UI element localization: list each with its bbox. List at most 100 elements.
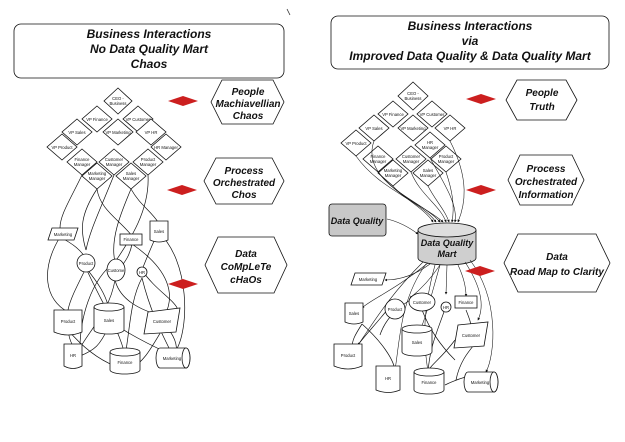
right-node-vp-finance — [377, 100, 409, 128]
right-node-ceo-label-2: Business — [405, 96, 422, 101]
right-data-customer-label: Customer — [462, 333, 481, 338]
right-title-box: Business Interactions via Improved Data … — [330, 15, 610, 70]
right-node-vp-finance-label: VP Finance — [382, 112, 404, 117]
right-data-customer — [453, 321, 489, 349]
right-callout-people: People Truth — [505, 79, 578, 121]
right-node-product-manager-label-1: Product — [439, 154, 454, 159]
left-process-customer-label: Custome — [108, 268, 125, 273]
left-node-sales-manager-label-2: Manager — [123, 176, 140, 181]
right-process-sales — [344, 302, 364, 325]
right-callout-process-line-1: Process — [527, 164, 566, 175]
right-process-product — [384, 298, 406, 320]
left-callout-data-line-2: CoMpLeTe — [221, 262, 272, 273]
right-process-customer — [408, 292, 436, 312]
left-process-customer — [106, 258, 126, 282]
left-process-marketing-label: Marketing — [54, 232, 73, 237]
right-arrow-process — [466, 185, 496, 195]
left-data-product-label: Product — [61, 319, 76, 324]
right-node-ceo — [397, 81, 429, 111]
left-arrow-people — [168, 96, 198, 106]
left-callout-process: Process Orchestrated Chos — [203, 157, 285, 205]
right-data-quality-box: Data Quality — [328, 203, 387, 237]
left-node-ceo — [103, 87, 133, 115]
right-data-marketing-label: Marketing — [471, 380, 490, 385]
right-node-finance-manager-label-1: Finance — [371, 154, 387, 159]
right-data-marketing: Marketing — [463, 371, 499, 393]
right-panel: Business Interactions via Improved Data … — [328, 15, 611, 395]
right-data-product — [333, 343, 363, 370]
left-node-hr-manager-label: HR Manager — [154, 145, 178, 150]
right-process-hr — [440, 301, 452, 313]
right-callout-data-line-1: Data — [546, 252, 568, 263]
right-data-product-label: Product — [341, 353, 356, 358]
left-node-hr-manager — [150, 133, 182, 161]
right-data-sales-label: Sales — [412, 340, 422, 345]
left-process-marketing — [47, 227, 79, 241]
right-process-hr-label: HR — [443, 305, 449, 310]
right-node-hr-manager-label-2: Manager — [422, 145, 439, 150]
left-org-chart: CEO - Business VP Finance VP Customer VP… — [46, 87, 182, 190]
left-node-vp-marketing — [102, 118, 134, 146]
left-node-vp-hr — [135, 118, 167, 146]
right-node-vp-customer — [416, 100, 448, 128]
right-callout-people-line-1: People — [526, 88, 559, 99]
left-data-marketing: Marketing — [155, 347, 191, 369]
right-node-customer-manager-label-2: Manager — [403, 159, 420, 164]
left-process-finance-label: Finance — [124, 237, 140, 242]
right-data-quality-label: Data Quality — [331, 216, 385, 226]
right-node-vp-customer-label: VP Customer — [420, 112, 445, 117]
right-process-finance — [454, 295, 478, 309]
right-node-ceo-label-1: CEO - — [407, 91, 419, 96]
left-callout-process-line-1: Process — [225, 166, 264, 177]
left-node-product-manager-label-2: Manager — [140, 162, 157, 167]
right-node-product-manager-label-2: Manager — [438, 159, 455, 164]
left-node-vp-product — [46, 133, 78, 161]
right-title-line-3: Improved Data Quality & Data Quality Mar… — [349, 49, 591, 63]
left-data-product — [53, 309, 83, 336]
left-callout-people-line-2: Machiavellian — [215, 99, 280, 110]
left-node-vp-marketing-label: VP Marketing — [105, 130, 131, 135]
right-callout-process-line-2: Orchestrated — [515, 177, 578, 188]
left-title-line-3: Chaos — [131, 57, 168, 71]
right-process-finance-label: Finance — [459, 300, 475, 305]
left-node-vp-finance — [81, 105, 113, 133]
left-node-customer-manager-label-2: Manager — [106, 162, 123, 167]
right-process-sales-label: Sales — [349, 311, 359, 316]
right-node-marketing-manager-label-1: Marketing — [384, 168, 403, 173]
right-process-customer-label: Customer — [413, 300, 432, 305]
stray-mark — [286, 8, 291, 16]
right-callout-people-line-2: Truth — [529, 102, 554, 113]
left-callout-people-line-1: People — [232, 87, 265, 98]
right-callout-data: Data Road Map to Clarity — [503, 233, 611, 293]
right-node-vp-marketing-label: VP Marketing — [400, 126, 426, 131]
right-data-finance: Finance — [413, 367, 445, 395]
left-callout-process-line-3: Chos — [232, 190, 257, 201]
left-node-finance-manager-label-2: Manager — [74, 162, 91, 167]
left-node-finance-manager-label-1: Finance — [75, 157, 91, 162]
right-node-sales-manager-label-2: Manager — [420, 173, 437, 178]
left-node-vp-finance-label: VP Finance — [86, 117, 108, 122]
left-title-line-1: Business Interactions — [87, 27, 212, 41]
left-node-vp-hr-label: VP HR — [145, 130, 158, 135]
left-process-hr-label: HR — [139, 270, 145, 275]
left-process-hr — [136, 266, 148, 278]
left-node-vp-sales — [61, 118, 93, 146]
left-callout-people-line-3: Chaos — [233, 111, 264, 122]
left-data-customer-label: Customer — [153, 319, 172, 324]
left-callout-data: Data CoMpLeTe cHaOs — [204, 236, 288, 294]
left-callout-data-line-3: cHaOs — [230, 275, 262, 286]
right-node-vp-sales-label: VP Sales — [365, 126, 382, 131]
left-data-level: Product Sales Customer HR Finance Market… — [53, 302, 191, 375]
right-callout-data-line-2: Road Map to Clarity — [510, 267, 604, 278]
left-callout-data-line-1: Data — [235, 249, 257, 260]
left-title-line-2: No Data Quality Mart — [90, 42, 209, 56]
right-node-vp-product-label: VP Product — [345, 141, 367, 146]
right-callout-process-line-3: Information — [519, 190, 574, 201]
left-data-hr — [63, 343, 83, 369]
left-node-customer-manager-label-1: Customer — [105, 157, 124, 162]
right-node-finance-manager-label-2: Manager — [370, 159, 387, 164]
right-data-level: Sales Customer Product HR Finance Market… — [333, 321, 499, 395]
left-data-customer — [143, 307, 181, 335]
left-arrow-process — [167, 185, 197, 195]
